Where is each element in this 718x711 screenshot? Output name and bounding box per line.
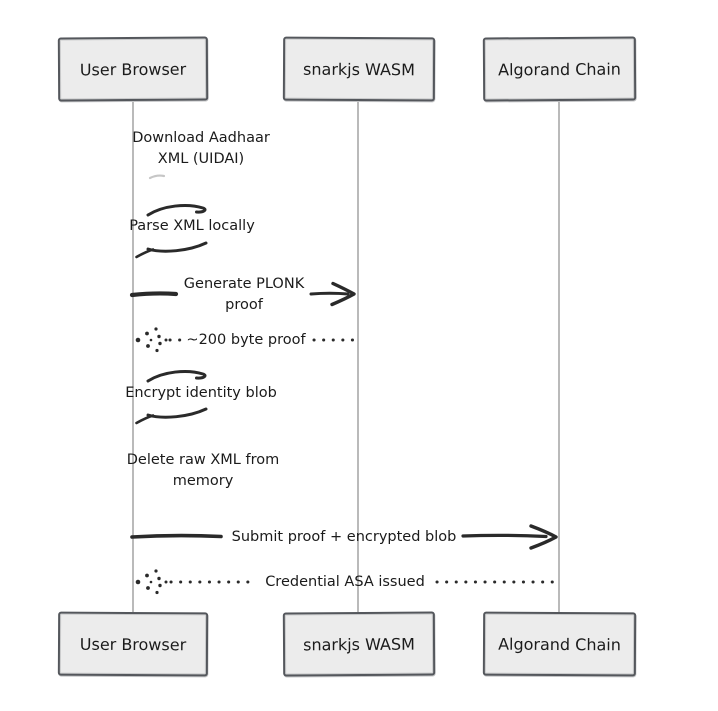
- actor-box-user-browser-bottom: User Browser: [57, 611, 209, 677]
- message-label-download-aadhaar-xml: Download Aadhaar XML (UIDAI): [132, 130, 270, 167]
- scatter-arrowhead-left-credential: [135, 569, 168, 595]
- self-loop-bottom-stroke: [146, 407, 208, 419]
- actor-label-user-browser: User Browser: [79, 59, 187, 79]
- arrow-submit-proof: [130, 524, 558, 550]
- message-label-credential-asa-issued: Credential ASA issued: [265, 574, 425, 590]
- actor-label-snarkjs-wasm: snarkjs WASM: [303, 59, 415, 79]
- self-loop-bottom-stroke: [146, 241, 208, 253]
- actor-box-user-browser-top: User Browser: [57, 36, 209, 102]
- self-loop-arrow-tail: [135, 414, 155, 425]
- arrow-generate-plonk: [129, 281, 356, 307]
- actor-label-user-browser: User Browser: [79, 634, 187, 654]
- message-label-submit-proof-encrypted-blob: Submit proof + encrypted blob: [231, 529, 457, 545]
- actor-label-algorand-chain: Algorand Chain: [498, 634, 621, 654]
- arrowhead-right: [330, 281, 356, 307]
- self-loop-arrow-tail: [135, 248, 155, 259]
- actor-label-algorand-chain: Algorand Chain: [498, 59, 621, 79]
- arrow-shaft-right: [461, 533, 548, 539]
- actor-label-snarkjs-wasm: snarkjs WASM: [303, 634, 415, 654]
- actor-box-algorand-chain-bottom: Algorand Chain: [482, 611, 637, 677]
- message-label-delete-raw-xml: Delete raw XML from memory: [126, 452, 280, 489]
- arrow-shaft-right: [309, 291, 350, 296]
- self-loop-parse-xml: [135, 204, 208, 259]
- message-label-encrypt-identity-blob: Encrypt identity blob: [125, 385, 277, 401]
- arrow-shaft-left: [129, 291, 179, 298]
- self-loop-encrypt-identity: [135, 370, 208, 425]
- actor-box-snarkjs-wasm-bottom: snarkjs WASM: [282, 611, 436, 677]
- lifelines: [132, 102, 560, 612]
- message-label-parse-xml-locally: Parse XML locally: [129, 218, 255, 234]
- actor-box-algorand-chain-top: Algorand Chain: [482, 36, 637, 102]
- self-loop-top-stroke: [146, 370, 207, 383]
- message-label-200-byte-proof: ~200 byte proof: [186, 332, 306, 348]
- arrow-shaft-left: [130, 533, 223, 539]
- self-loop-top-stroke: [146, 204, 207, 217]
- self-mark-download-xml: [148, 174, 166, 180]
- self-mark-stroke: [148, 174, 166, 180]
- scatter-arrowhead-left-200-byte: [135, 327, 168, 353]
- message-label-generate-plonk-proof: Generate PLONK proof: [183, 276, 305, 313]
- actor-box-snarkjs-wasm-top: snarkjs WASM: [282, 36, 436, 102]
- arrowhead-right: [529, 524, 558, 550]
